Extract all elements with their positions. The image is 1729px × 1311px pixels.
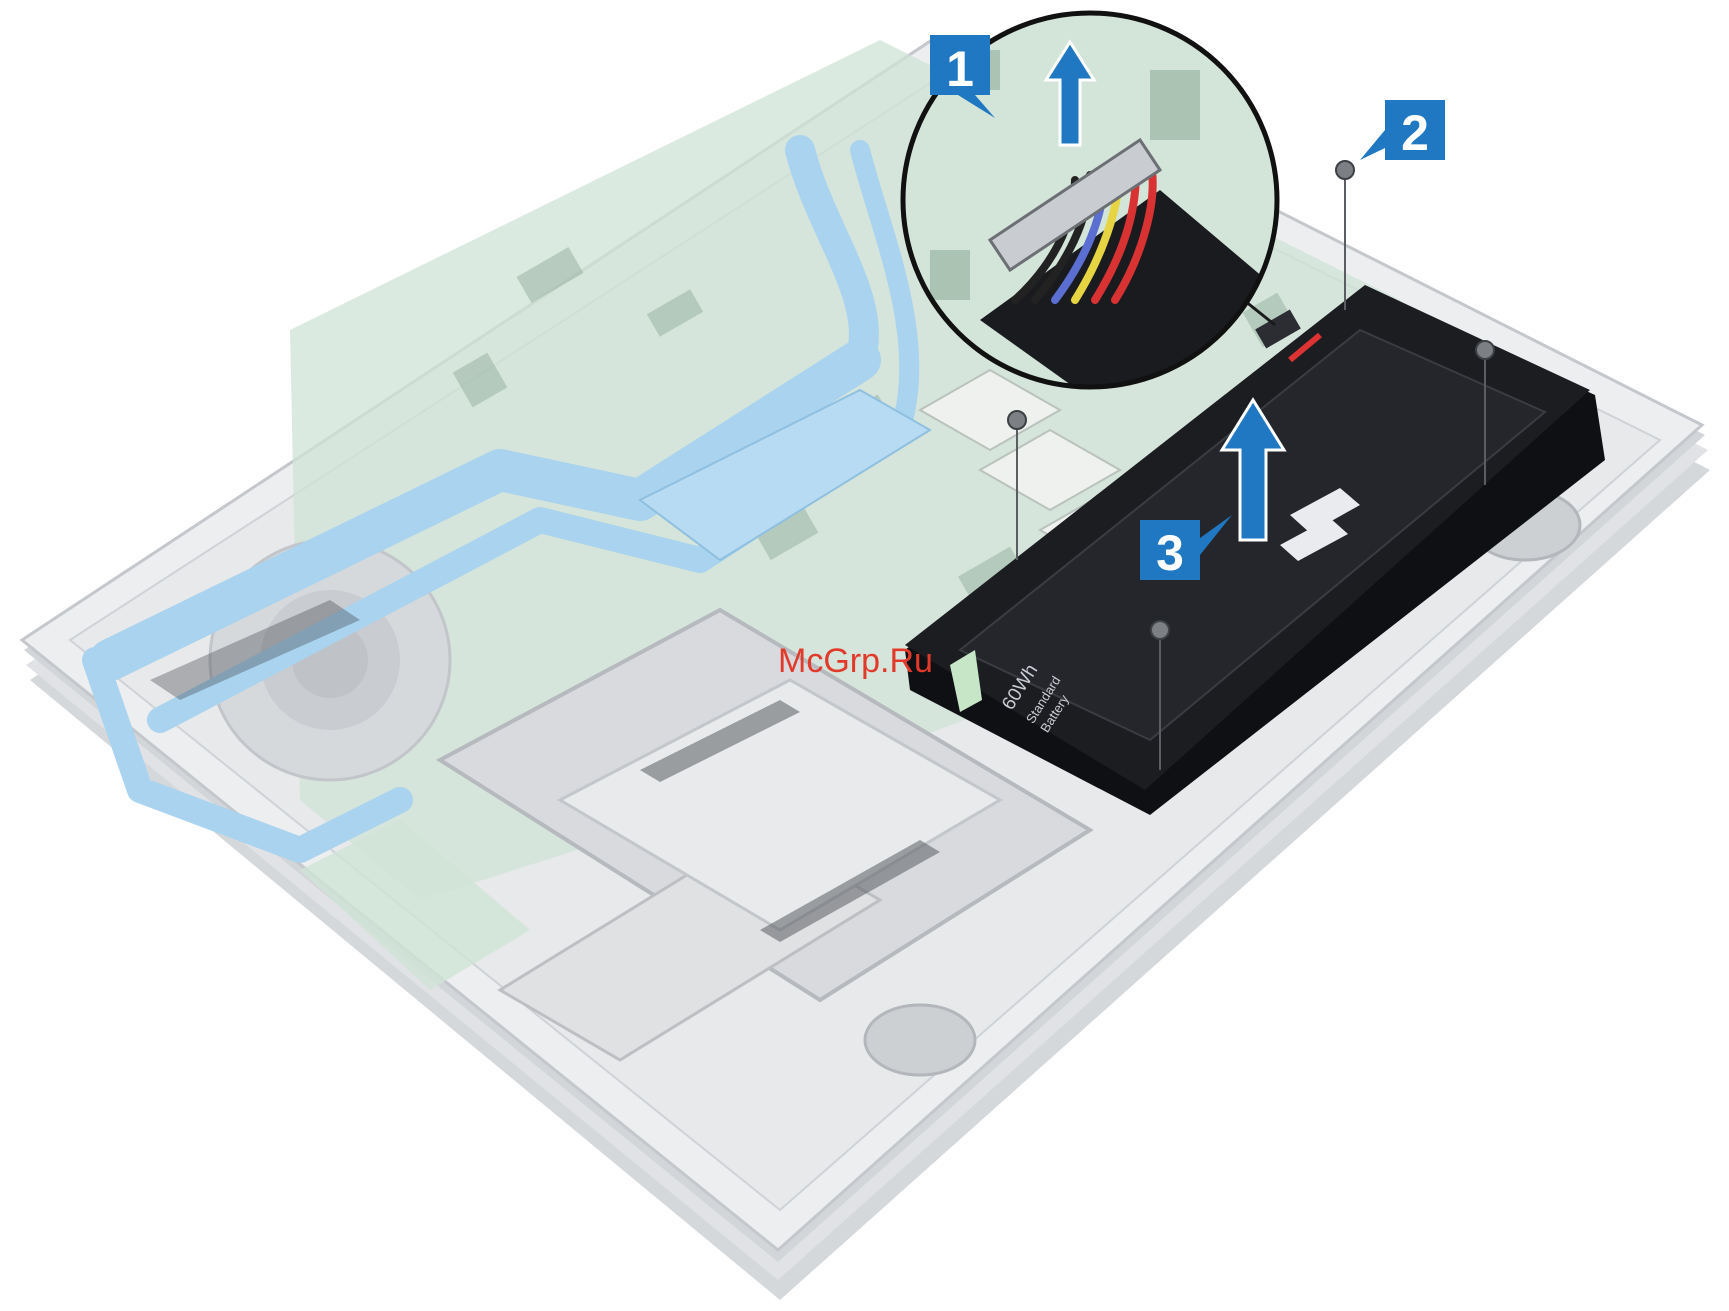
watermark: McGrp.Ru	[778, 642, 933, 680]
callout-step-2-label: 2	[1401, 105, 1429, 161]
callout-step-1-label: 1	[946, 41, 974, 97]
callout-step-3-label: 3	[1156, 525, 1184, 581]
callout-step-2: 2	[1360, 100, 1445, 161]
